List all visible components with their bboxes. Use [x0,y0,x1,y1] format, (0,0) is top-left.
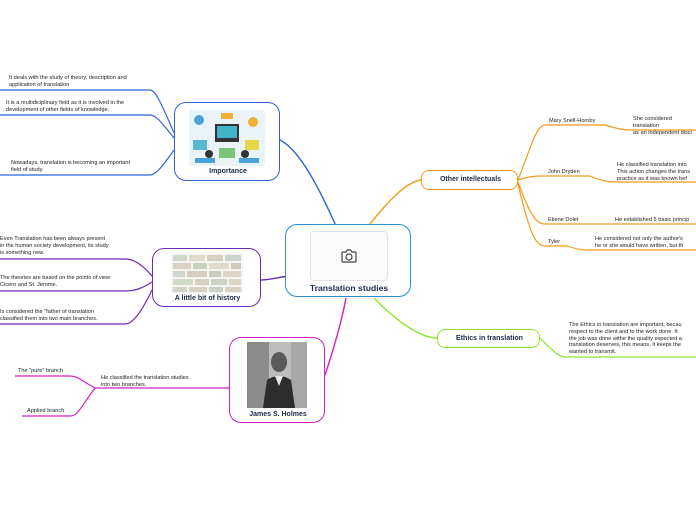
connector-others [369,179,422,225]
connector-ethics [373,297,438,339]
importance-node[interactable]: Importance [174,102,280,181]
central-image-placeholder [310,231,388,281]
connector-importance-note-1 [0,89,175,134]
mary-name[interactable]: Mary Snell-Hornby [549,118,596,124]
camera-icon [341,249,357,263]
holmes-photo [247,342,307,408]
connector-tyler-note [567,245,696,251]
history-title: A little bit of history [174,295,241,302]
central-node[interactable]: Translation studies [285,224,411,297]
others-node[interactable]: Other intellectuals [421,170,518,190]
importance-note-1: It deals with the study of theory, descr… [9,75,127,88]
holmes-node[interactable]: James S. Holmes [229,337,325,423]
ethics-title: Ethics in translation [456,335,523,342]
connector-others-john [517,175,590,181]
people-studying-illustration [193,113,259,163]
history-note-2: The theories are based on the points of … [0,275,111,288]
etiene-name[interactable]: Etiene Dolet [548,217,579,223]
john-name[interactable]: John Dryden [548,169,580,175]
central-title: Translation studies [309,283,389,293]
tyler-name[interactable]: Tyler [548,239,561,245]
history-illustration [171,253,243,293]
history-node[interactable]: A little bit of history [152,248,261,307]
connector-holmes [324,297,347,376]
connector-holmes-applied [22,387,96,417]
connector-importance-note-3 [0,149,175,176]
connector-importance-note-2 [0,114,175,139]
connector-mary-note [604,124,696,131]
connector-others-tyler [517,183,568,247]
connector-history-note-3 [0,289,153,325]
ethics-node[interactable]: Ethics in translation [437,329,540,348]
importance-illustration [189,110,265,166]
connector-holmes-pure [15,375,96,389]
language-words-illustration [173,255,241,292]
history-note-3: Is considered the "father of translation… [0,309,98,322]
holmes-title: James S. Holmes [249,411,307,418]
connector-importance [279,139,337,227]
holmes-pure-branch[interactable]: The "pure" branch [18,368,64,374]
history-note-1: Even Translation has been always present… [0,236,109,256]
connector-john-note [589,175,696,183]
connector-ethics-note [539,337,696,358]
connector-others-etiene [517,181,585,225]
others-title: Other intellectuals [439,176,502,183]
importance-note-2: It is a multidiciplinary field as it is … [6,100,125,113]
importance-title: Importance [209,168,247,175]
connector-history-note-1 [0,258,153,277]
holmes-applied-branch[interactable]: Applied branch [27,408,65,414]
connector-history [260,275,289,281]
portrait-photo [247,342,307,408]
tyler-note: He considered not only the author's he o… [595,236,684,249]
ethics-note: The Ethics in translation are important,… [569,322,682,356]
connector-history-note-2 [0,281,153,292]
mary-note: She considered translation as an indepen… [633,116,692,136]
importance-note-3: Nowadays, translation is becoming an imp… [11,160,131,173]
etiene-note: He established 5 basic princip [615,217,690,223]
john-note: He classified translation into This acti… [617,162,691,182]
connector-others-mary [517,124,605,181]
holmes-note: He classified the translation studies in… [101,375,189,388]
